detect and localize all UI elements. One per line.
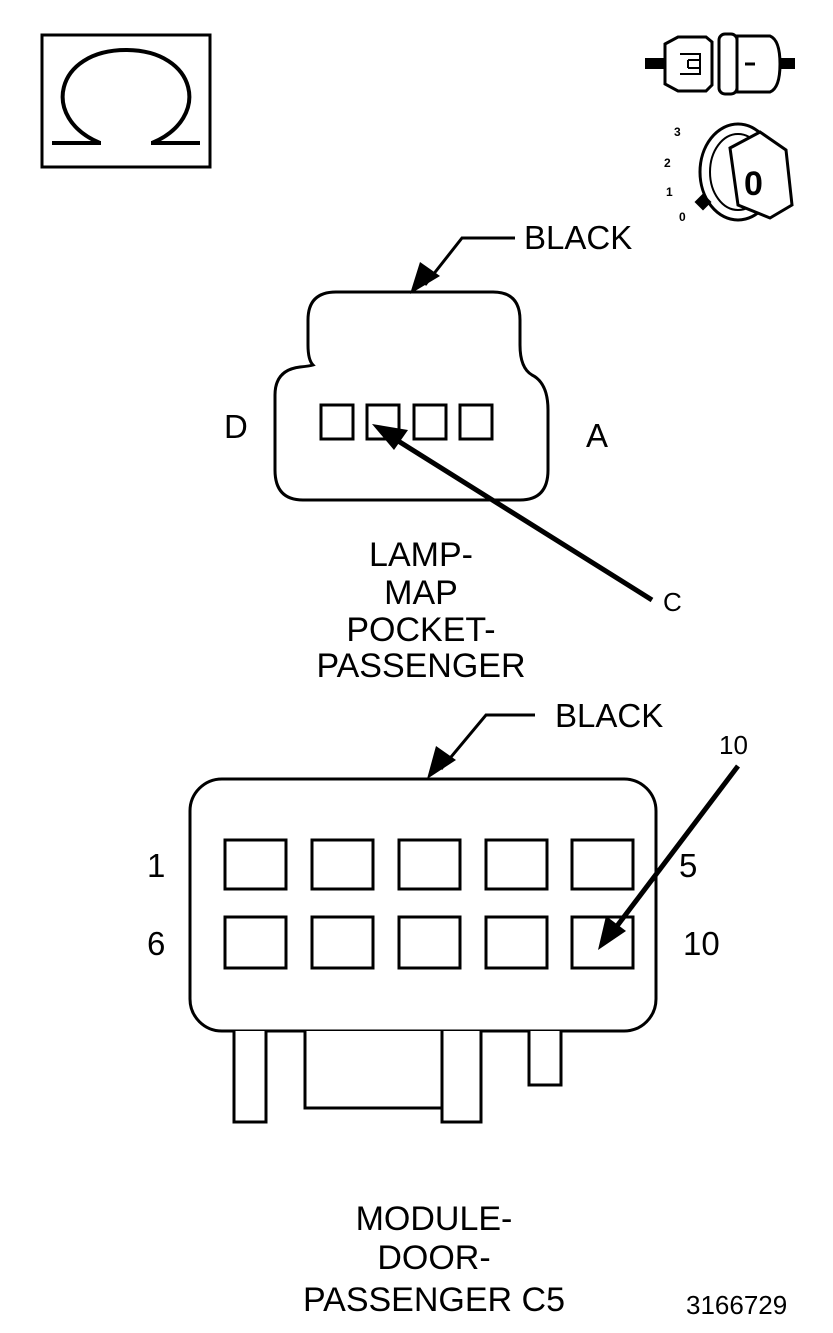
color-callout-1 <box>410 236 515 294</box>
pin-label-10: 10 <box>683 925 720 962</box>
pin-cavity <box>484 838 549 891</box>
pin-callout-c <box>372 424 654 603</box>
pin-label-1: 1 <box>147 847 165 884</box>
svg-text:3: 3 <box>674 125 681 139</box>
svg-text:PASSENGER C5: PASSENGER C5 <box>303 1281 565 1319</box>
connector-module-door <box>188 777 658 1124</box>
svg-text:PASSENGER: PASSENGER <box>316 647 525 685</box>
ohm-symbol-icon <box>40 33 212 169</box>
color-callout-2 <box>427 713 535 779</box>
pin-cavity <box>397 915 462 970</box>
pin-cavity <box>310 838 375 891</box>
color-label-2: BLACK <box>555 697 663 734</box>
svg-text:POCKET-: POCKET- <box>346 611 495 649</box>
pin-callout-label-10: 10 <box>719 730 748 760</box>
pin-cavity <box>223 838 288 891</box>
svg-text:0: 0 <box>744 165 763 203</box>
pin-cavity <box>223 915 288 970</box>
pin-cavity <box>397 838 462 891</box>
svg-text:2: 2 <box>664 156 671 170</box>
svg-text:DOOR-: DOOR- <box>377 1239 490 1277</box>
svg-text:LAMP-: LAMP- <box>369 536 473 574</box>
svg-text:1: 1 <box>666 185 673 199</box>
pin-label-a: A <box>586 417 608 454</box>
pin-cavity <box>319 403 355 441</box>
pin-cavity <box>570 838 635 891</box>
pin-callout-10 <box>598 764 740 950</box>
pin-cavity <box>458 403 494 441</box>
connector-2-title: MODULE- DOOR- PASSENGER C5 <box>303 1200 565 1319</box>
pin-cavity <box>412 403 448 441</box>
svg-text:MAP: MAP <box>384 574 458 612</box>
color-label-1: BLACK <box>524 219 632 256</box>
ignition-key-icon: 3 2 1 0 0 <box>664 122 794 224</box>
pin-label-5: 5 <box>679 847 697 884</box>
pin-cavity <box>310 915 375 970</box>
connector-lamp-map-pocket <box>273 290 550 502</box>
svg-text:0: 0 <box>679 210 686 224</box>
connector-1-title: LAMP- MAP POCKET- PASSENGER <box>316 536 525 685</box>
pin-label-d: D <box>224 408 248 445</box>
svg-text:MODULE-: MODULE- <box>356 1200 513 1238</box>
pin-label-6: 6 <box>147 925 165 962</box>
connector-plug-icon <box>645 32 795 96</box>
figure-number: 3166729 <box>686 1290 787 1320</box>
pin-cavity <box>484 915 549 970</box>
pin-label-c: C <box>663 587 682 617</box>
